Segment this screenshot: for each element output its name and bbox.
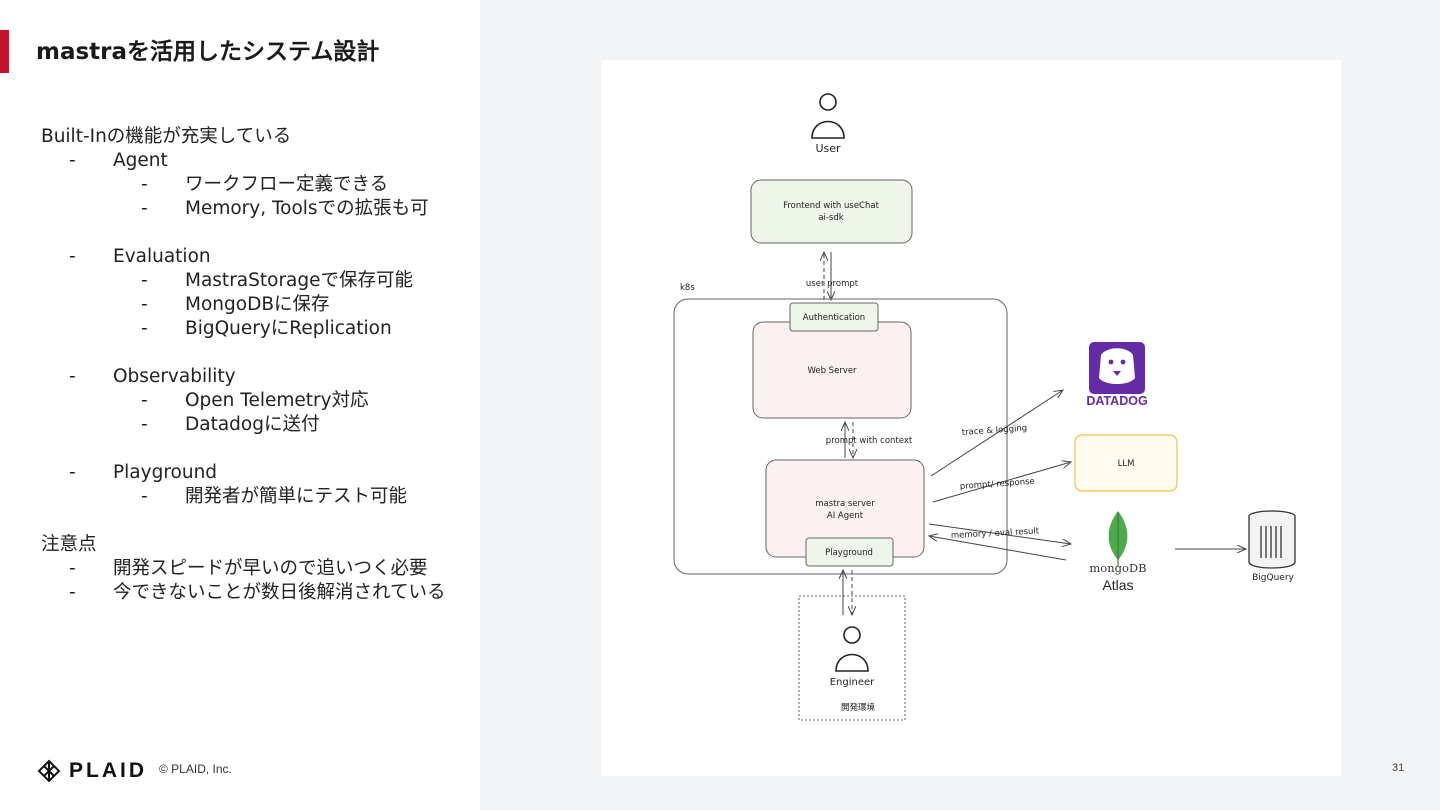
datadog-label: DATADOG — [1086, 394, 1147, 408]
mastra-label-line1: mastra server — [815, 499, 875, 509]
outline-item-text: Evaluation — [113, 246, 211, 267]
playground-label: Playground — [825, 548, 873, 558]
prompt-context-label: prompt with context — [826, 436, 913, 446]
user-label: User — [815, 142, 841, 155]
llm-box — [1074, 434, 1178, 492]
plaid-wordmark: PLAID — [69, 759, 147, 782]
outline-item-text: Agent — [113, 150, 168, 171]
frontend-label-line1: Frontend with useChat — [783, 201, 880, 211]
authentication-label: Authentication — [803, 313, 865, 323]
trace-label: trace & logging — [962, 423, 1028, 438]
memory-arrow-out — [928, 523, 1071, 544]
dev-environment-box — [798, 595, 906, 721]
llm-label: LLM — [1118, 459, 1135, 469]
bullet-dash: - — [141, 270, 148, 291]
web-server-label: Web Server — [807, 366, 857, 376]
architecture-diagram: User Frontend with useChat ai-sdk user p… — [601, 60, 1341, 776]
bullet-dash: - — [69, 366, 76, 387]
footer: PLAID © PLAID, Inc. — [37, 756, 232, 786]
outline-item-text: Observability — [113, 366, 236, 387]
plaid-logo: PLAID — [37, 759, 147, 783]
bullet-dash: - — [141, 294, 148, 315]
playground-box — [805, 537, 894, 567]
outline-item-text: ワークフロー定義できる — [185, 174, 389, 195]
bullet-dash: - — [69, 558, 76, 579]
slide-title: mastraを活用したシステム設計 — [36, 39, 380, 65]
bigquery-label: BigQuery — [1252, 573, 1294, 583]
prompt-response-arrow — [932, 462, 1071, 503]
user-prompt-label: user prompt — [806, 279, 859, 289]
frontend-label-line2: ai-sdk — [818, 213, 843, 223]
trace-arrow — [930, 390, 1063, 477]
outline-item-text: 注意点 — [41, 534, 97, 555]
bullet-dash: - — [141, 390, 148, 411]
outline-item-text: Datadogに送付 — [185, 414, 320, 435]
bigquery-icon — [1248, 510, 1296, 569]
bullet-dash: - — [141, 318, 148, 339]
bullet-dash: - — [69, 246, 76, 267]
frontend-box — [750, 179, 913, 244]
engineer-icon — [835, 626, 869, 672]
prompt-response-label: prompt/ response — [960, 477, 1036, 492]
bullet-dash: - — [141, 414, 148, 435]
authentication-box — [789, 302, 879, 332]
title-accent-bar — [0, 30, 9, 73]
datadog-icon — [1089, 342, 1145, 394]
copyright-text: © PLAID, Inc. — [159, 762, 232, 776]
k8s-label: k8s — [680, 283, 695, 293]
mastra-label-line2: AI Agent — [827, 511, 864, 521]
user-icon — [811, 93, 845, 139]
outline-item-text: Playground — [113, 462, 218, 483]
outline-item-text: Open Telemetry対応 — [185, 390, 369, 411]
bullet-dash: - — [141, 486, 148, 507]
dev-env-label: 開発環境 — [841, 702, 876, 713]
content-panel — [0, 0, 480, 810]
outline-item-text: BigQueryにReplication — [185, 318, 392, 339]
outline-item-text: 開発スピードが早いので追いつく必要 — [113, 558, 428, 579]
bullet-dash: - — [69, 462, 76, 483]
mongodb-label: mongoDB — [1089, 561, 1146, 575]
bullet-dash: - — [141, 174, 148, 195]
outline-item-text: MastraStorageで保存可能 — [185, 270, 414, 291]
atlas-label: Atlas — [1102, 577, 1133, 593]
engineer-label: Engineer — [830, 677, 875, 688]
memory-arrow-in — [929, 536, 1067, 561]
memory-label: memory / eval result — [951, 526, 1040, 541]
page-number: 31 — [1392, 762, 1405, 774]
outline-item-text: 今できないことが数日後解消されている — [113, 582, 446, 603]
outline-item-text: Memory, Toolsでの拡張も可 — [185, 198, 429, 219]
outline-item-text: 開発者が簡単にテスト可能 — [185, 486, 408, 507]
outline-item-text: MongoDBに保存 — [185, 294, 330, 315]
bullet-dash: - — [69, 150, 76, 171]
mongodb-leaf-icon — [1108, 511, 1128, 566]
plaid-logo-icon — [37, 759, 61, 783]
bullet-dash: - — [141, 198, 148, 219]
outline-item-text: Built-Inの機能が充実している — [41, 126, 292, 147]
bullet-dash: - — [69, 582, 76, 603]
